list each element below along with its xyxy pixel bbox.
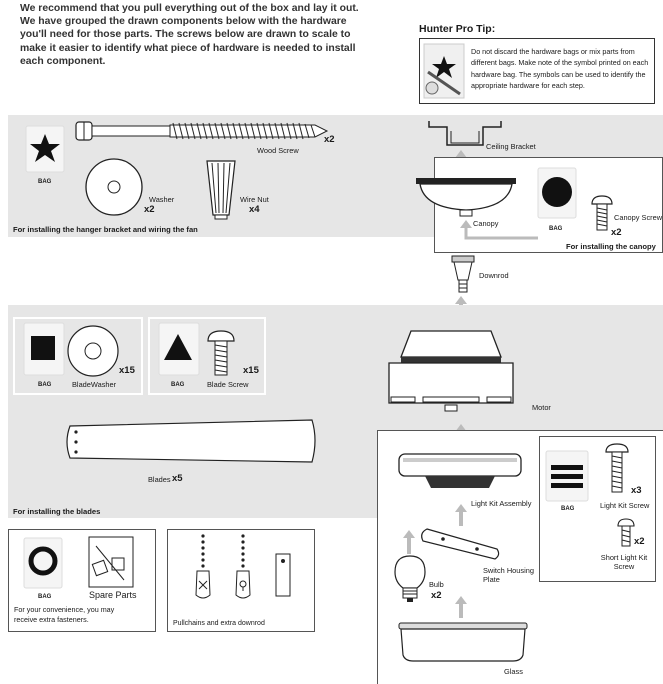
light-kit-screw-icon: [604, 442, 630, 496]
triangle-bag-icon: [158, 322, 200, 376]
canopy-caption: For installing the canopy: [566, 242, 656, 251]
wood-screw-count: x2: [324, 134, 335, 145]
pullchain-icon: [233, 533, 253, 603]
ring-bag-label: BAG: [38, 593, 51, 602]
switch-plate-label: Switch Housing Plate: [483, 566, 535, 584]
glass-label: Glass: [504, 667, 523, 676]
square-bag-icon: [23, 322, 65, 376]
intro-paragraph: We recommend that you pull everything ou…: [20, 2, 370, 68]
spare-parts-icon: [88, 536, 134, 588]
blade-screw-count: x15: [243, 365, 259, 376]
downrod-label: Downrod: [479, 271, 509, 280]
blade-washer-label: BladeWasher: [72, 380, 116, 389]
light-kit-screw-count: x3: [631, 485, 642, 496]
pro-tip-icon: [422, 42, 468, 100]
three-bars-bag-icon: [545, 450, 589, 502]
hanger-caption: For installing the hanger bracket and wi…: [13, 225, 198, 234]
blades-label: Blades: [148, 475, 171, 484]
ceiling-bracket-label: Ceiling Bracket: [486, 142, 536, 151]
wire-nut-count: x4: [249, 204, 260, 215]
blades-caption: For installing the blades: [13, 507, 100, 516]
washer-count: x2: [144, 204, 155, 215]
spare-parts-label: Spare Parts: [89, 591, 137, 600]
star-bag-icon: [25, 125, 67, 175]
bulb-icon: [393, 554, 427, 604]
pullchain-icon: [193, 533, 213, 603]
glass-icon: [397, 621, 529, 665]
ring-bag-icon: [23, 537, 63, 589]
wood-screw-label: Wood Screw: [257, 146, 299, 155]
square-bag-label: BAG: [38, 381, 51, 390]
extra-downrod-part-icon: [275, 553, 291, 597]
downrod-icon: [450, 254, 476, 294]
spare-parts-note: For your convenience, you may receive ex…: [14, 605, 134, 625]
light-kit-label: Light Kit Assembly: [471, 499, 531, 508]
wire-nut-label: Wire Nut: [240, 195, 269, 204]
wire-nut-icon: [203, 157, 239, 221]
canopy-screw-label: Canopy Screw: [614, 213, 662, 222]
washer-icon: [84, 157, 150, 217]
blade-icon: [62, 418, 320, 466]
light-kit-icon: [395, 450, 525, 494]
canopy-screw-count: x2: [611, 227, 622, 238]
circle-bag-label: BAG: [549, 225, 562, 234]
switch-plate-icon: [417, 527, 501, 563]
pro-tip-text: Do not discard the hardware bags or mix …: [471, 46, 653, 92]
arrow-up-icon: [455, 596, 467, 618]
blade-washer-icon: [66, 324, 120, 378]
circle-bag-icon: [537, 167, 577, 219]
triangle-bag-label: BAG: [171, 381, 184, 390]
pullchain-label: Pullchains and extra downrod: [173, 619, 265, 628]
blade-washer-count: x15: [119, 365, 135, 376]
blade-screw-label: Blade Screw: [207, 380, 249, 389]
arrow-up-icon: [403, 530, 415, 554]
short-light-kit-screw-count: x2: [634, 536, 645, 547]
motor-icon: [383, 327, 533, 415]
short-light-kit-screw-label: Short Light Kit Screw: [600, 553, 648, 571]
blades-count: x5: [172, 473, 183, 484]
wood-screw-icon: [75, 118, 330, 144]
bulb-count: x2: [431, 590, 442, 601]
canopy-icon: [414, 172, 524, 218]
three-bars-bag-label: BAG: [561, 505, 574, 514]
motor-label: Motor: [532, 403, 551, 412]
blade-screw-icon: [206, 329, 236, 377]
washer-label: Washer: [149, 195, 174, 204]
arrow-up-icon: [455, 504, 467, 526]
pro-tip-title: Hunter Pro Tip:: [419, 23, 495, 35]
short-light-kit-screw-icon: [617, 518, 635, 548]
light-kit-screw-label: Light Kit Screw: [600, 501, 649, 510]
arrow-left-icon: [460, 220, 540, 242]
star-bag-label: BAG: [38, 178, 51, 187]
bulb-label: Bulb: [429, 580, 444, 589]
